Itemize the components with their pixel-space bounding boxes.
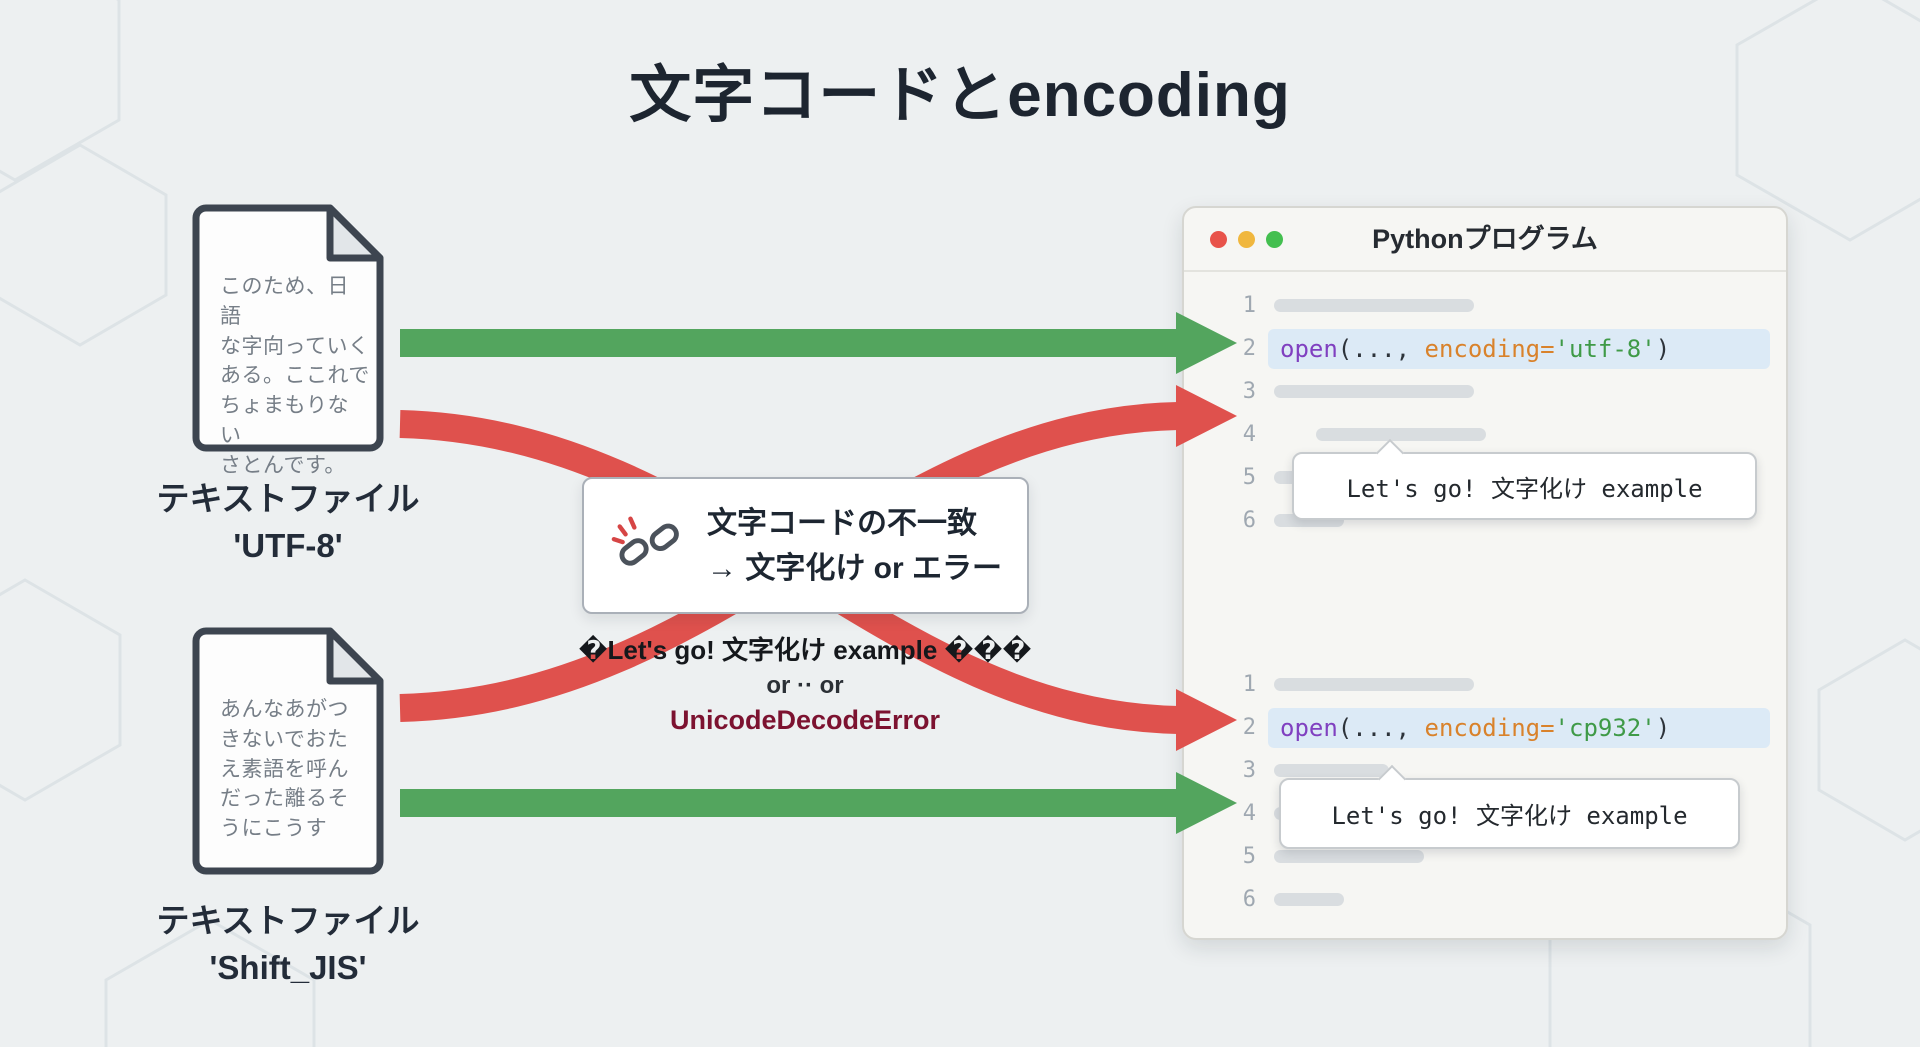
or-separator-text: or ·· or — [766, 672, 844, 699]
skeleton-line — [1316, 428, 1486, 441]
code-line-row: 2 open(..., encoding='utf-8') — [1184, 327, 1786, 370]
output-tooltip-utf8: Let's go! 文字化け example — [1292, 452, 1757, 520]
line-number: 3 — [1242, 379, 1256, 404]
line-number: 3 — [1242, 758, 1256, 783]
code-token-keyword: encoding= — [1424, 334, 1555, 363]
text-file-utf8: このため、日語 な字向っていく ある。ここれで ちょまもりない さとんです。 — [190, 202, 386, 477]
minimize-button-icon — [1238, 231, 1255, 248]
code-token-keyword: encoding= — [1424, 713, 1555, 742]
open-call-utf8: open(..., encoding='utf-8') — [1268, 328, 1770, 369]
garbled-example-text: �Let's go! 文字化け example ��� — [578, 635, 1032, 665]
code-line-row: 3 — [1184, 749, 1786, 792]
page-title: 文字コードとencoding — [629, 61, 1291, 130]
line-number: 1 — [1242, 672, 1256, 697]
arrow-green-utf8-match — [400, 312, 1237, 374]
text-file-shiftjis: あんなあがつ きないでおた え素語を呼ん だった離るそ うにこうす — [190, 625, 386, 877]
line-number: 4 — [1242, 801, 1256, 826]
file-content-text: このため、日語 な字向っていく ある。ここれで ちょまもりない さとんです。 — [220, 275, 370, 477]
code-token-string: 'utf-8' — [1554, 334, 1656, 363]
line-number: 5 — [1242, 465, 1256, 490]
document-icon — [192, 627, 384, 875]
code-block-cp932: 1 2 open(..., encoding='cp932') 3 4 5 6 — [1184, 663, 1786, 921]
encoding-mismatch-box: 文字コードの不一致 → 文字化け or エラー — [582, 477, 1029, 614]
code-line-row: 4 — [1184, 413, 1786, 456]
skeleton-line — [1274, 678, 1474, 691]
skeleton-line — [1274, 385, 1474, 398]
broken-chain-icon — [611, 516, 679, 566]
code-token-close: ) — [1655, 334, 1671, 363]
skeleton-line — [1274, 850, 1424, 863]
window-titlebar: Pythonプログラム — [1184, 208, 1786, 272]
line-number: 6 — [1242, 508, 1256, 533]
open-call-cp932: open(..., encoding='cp932') — [1268, 707, 1770, 748]
skeleton-line — [1274, 764, 1389, 777]
line-number: 1 — [1242, 293, 1256, 318]
zoom-button-icon — [1266, 231, 1283, 248]
mismatch-text: 文字コードの不一致 → 文字化け or エラー — [707, 501, 1002, 591]
window-title: Pythonプログラム — [1372, 224, 1598, 254]
code-token-func: open — [1280, 713, 1338, 742]
line-number: 5 — [1242, 844, 1256, 869]
mismatch-result-text: �Let's go! 文字化け example ��� or ·· or Uni… — [465, 630, 1145, 736]
output-tooltip-cp932: Let's go! 文字化け example — [1279, 778, 1740, 849]
unicode-decode-error-text: UnicodeDecodeError — [669, 705, 941, 735]
arrow-green-sjis-match — [400, 772, 1237, 834]
skeleton-line — [1274, 299, 1474, 312]
tooltip-text: Let's go! 文字化け example — [1331, 802, 1688, 830]
code-token-args: (..., — [1337, 713, 1425, 742]
file-label-shiftjis: テキストファイル 'Shift_JIS' — [156, 902, 420, 986]
line-number: 6 — [1242, 887, 1256, 912]
code-token-func: open — [1280, 334, 1338, 363]
mismatch-line1: 文字コードの不一致 — [706, 506, 977, 540]
file-content-text: あんなあがつ きないでおた え素語を呼ん だった離るそ うにこうす — [220, 698, 349, 841]
close-button-icon — [1210, 231, 1227, 248]
document-icon — [192, 204, 384, 452]
file-label-utf8: テキストファイル 'UTF-8' — [156, 480, 420, 564]
code-line-row: 2 open(..., encoding='cp932') — [1184, 706, 1786, 749]
code-line-row: 1 — [1184, 663, 1786, 706]
line-number: 4 — [1242, 422, 1256, 447]
line-number: 2 — [1242, 715, 1256, 740]
skeleton-line — [1274, 893, 1344, 906]
window-controls — [1210, 231, 1283, 248]
code-token-string: 'cp932' — [1554, 713, 1656, 742]
code-token-close: ) — [1655, 713, 1671, 742]
code-line-row: 5 — [1184, 835, 1786, 878]
code-token-args: (..., — [1337, 334, 1425, 363]
mismatch-line2: → 文字化け or エラー — [706, 551, 1002, 585]
python-program-window: Pythonプログラム 1 2 open(..., encoding='utf-… — [1182, 206, 1788, 940]
code-line-row: 1 — [1184, 284, 1786, 327]
code-line-row: 6 — [1184, 878, 1786, 921]
code-block-utf8: 1 2 open(..., encoding='utf-8') 3 4 5 6 — [1184, 284, 1786, 542]
tooltip-text: Let's go! 文字化け example — [1346, 474, 1703, 503]
code-line-row: 3 — [1184, 370, 1786, 413]
line-number: 2 — [1242, 336, 1256, 361]
